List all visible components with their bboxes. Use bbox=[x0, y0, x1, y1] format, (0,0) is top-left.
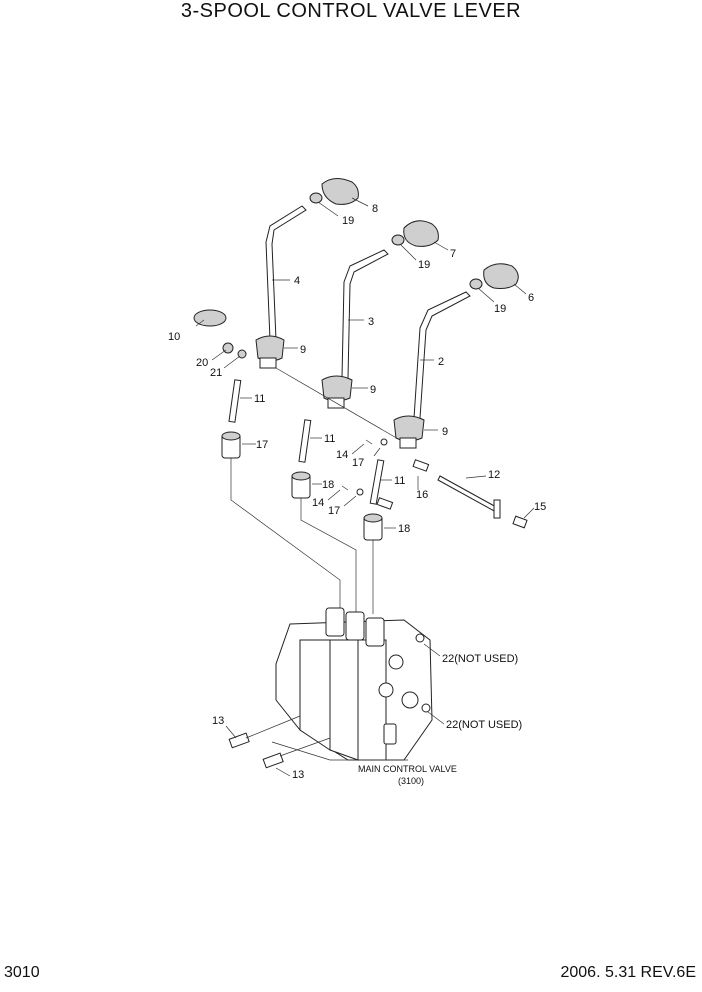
nut-19a bbox=[309, 192, 323, 204]
callout-15: 15 bbox=[534, 501, 546, 513]
callout-13b: 13 bbox=[292, 769, 304, 781]
callout-19b: 19 bbox=[418, 259, 430, 271]
lever-2 bbox=[393, 291, 471, 449]
knob-6 bbox=[483, 263, 519, 289]
callout-18b: 17 bbox=[328, 505, 340, 517]
callout-14a: 14 bbox=[336, 449, 348, 461]
revision-stamp: 2006. 5.31 REV.6E bbox=[560, 964, 696, 981]
nut-19c bbox=[469, 278, 483, 290]
callout-21: 21 bbox=[210, 367, 222, 379]
link-11c bbox=[369, 459, 385, 505]
callout-4: 4 bbox=[294, 275, 300, 287]
callout-16: 16 bbox=[416, 489, 428, 501]
callout-3: 3 bbox=[368, 316, 374, 328]
pin-16 bbox=[412, 459, 430, 472]
callout-labels: 8 19 7 19 6 19 4 3 2 9 9 9 10 20 21 11 1… bbox=[168, 203, 546, 786]
fitting-13b bbox=[262, 752, 284, 769]
callout-6: 6 bbox=[528, 292, 534, 304]
callout-19a: 19 bbox=[342, 215, 354, 227]
fitting-13a bbox=[228, 732, 250, 749]
callout-2: 2 bbox=[438, 356, 444, 368]
page-title: 3-SPOOL CONTROL VALVE LEVER bbox=[180, 0, 522, 22]
callout-22b: 22(NOT USED) bbox=[446, 719, 522, 731]
leader-lines bbox=[195, 197, 535, 777]
callout-17a: 17 bbox=[256, 439, 268, 451]
callout-9a: 9 bbox=[300, 344, 306, 356]
knob-8 bbox=[321, 178, 359, 205]
plug-22b bbox=[421, 703, 431, 713]
callout-22a: 22(NOT USED) bbox=[442, 653, 518, 665]
callout-7: 7 bbox=[450, 248, 456, 260]
link-11b bbox=[298, 419, 312, 463]
cap-10 bbox=[193, 309, 227, 327]
callout-13a: 13 bbox=[212, 715, 224, 727]
plug-22a bbox=[415, 633, 425, 643]
callout-12: 12 bbox=[488, 469, 500, 481]
pin-14a bbox=[365, 439, 373, 445]
callout-18a: 17 bbox=[352, 457, 364, 469]
callout-8: 8 bbox=[372, 203, 378, 215]
callout-9b: 9 bbox=[370, 384, 376, 396]
main-valve-name: MAIN CONTROL VALVE bbox=[358, 764, 457, 774]
rod-12 bbox=[437, 475, 501, 519]
callout-17b: 18 bbox=[322, 479, 334, 491]
main-control-valve bbox=[275, 607, 433, 761]
bushing-17a bbox=[221, 431, 241, 459]
nut-19b bbox=[391, 234, 405, 246]
callout-9c: 9 bbox=[442, 426, 448, 438]
main-valve-code: (3100) bbox=[398, 776, 424, 786]
callout-20: 20 bbox=[196, 357, 208, 369]
callout-10: 10 bbox=[168, 331, 180, 343]
bushing-17b bbox=[291, 471, 311, 499]
washer-18b bbox=[356, 488, 364, 496]
bushing-17c bbox=[363, 513, 383, 541]
bolt-15 bbox=[512, 515, 528, 529]
callout-11c: 11 bbox=[394, 475, 405, 487]
callout-14b: 14 bbox=[312, 497, 324, 509]
knob-7 bbox=[403, 220, 439, 247]
callout-11b: 11 bbox=[324, 433, 335, 445]
page-number: 3010 bbox=[4, 964, 40, 981]
callout-19c: 19 bbox=[494, 303, 506, 315]
pin-16b bbox=[376, 497, 394, 510]
lever-4 bbox=[255, 205, 307, 369]
pin-14b bbox=[341, 485, 349, 491]
link-11a bbox=[228, 379, 242, 423]
lever-3 bbox=[321, 249, 389, 409]
callout-17c: 18 bbox=[398, 523, 410, 535]
washer-18a bbox=[380, 438, 388, 446]
callout-11a: 11 bbox=[254, 393, 265, 405]
